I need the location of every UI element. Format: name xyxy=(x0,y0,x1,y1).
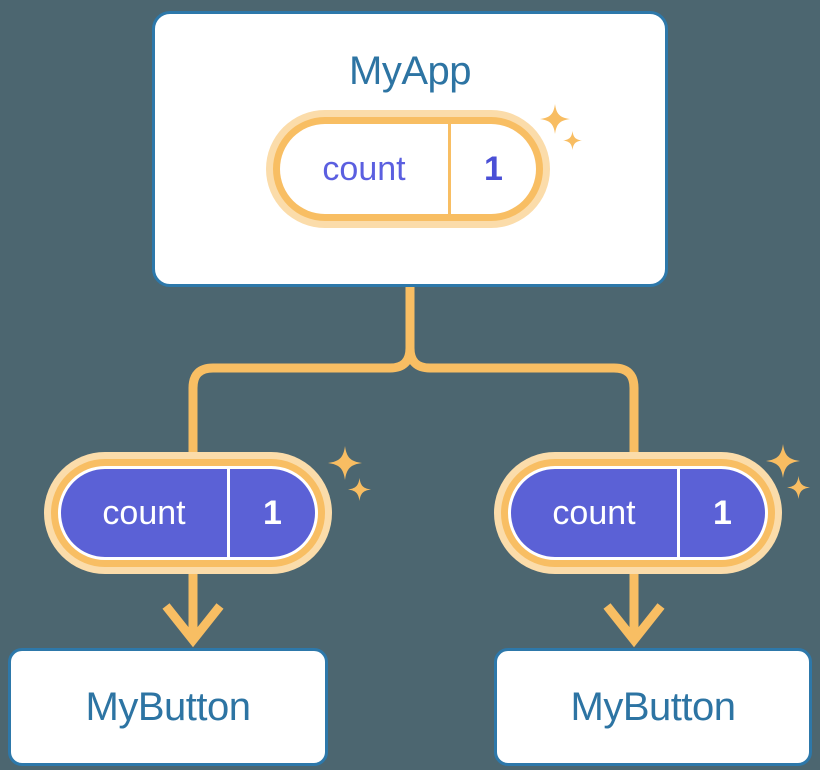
sparkle-icon xyxy=(328,446,362,480)
state-key: count xyxy=(280,124,451,214)
state-value: 1 xyxy=(713,493,732,532)
pill-outer-ring: count 1 xyxy=(494,452,782,574)
state-value: 1 xyxy=(484,149,503,188)
pill-body: count 1 xyxy=(280,124,536,214)
pill-inner-ring: count 1 xyxy=(501,459,775,567)
arrow-down-icon-right xyxy=(603,603,665,648)
state-pill-root[interactable]: count 1 xyxy=(266,110,550,228)
mybutton-card-right[interactable]: MyButton xyxy=(494,648,812,766)
arrow-down-icon-left xyxy=(162,603,224,648)
state-value: 1 xyxy=(263,493,282,532)
pill-inner-ring: count 1 xyxy=(273,117,543,221)
pill-outer-ring: count 1 xyxy=(44,452,332,574)
page-title: MyApp xyxy=(349,49,472,93)
state-key: count xyxy=(61,469,230,557)
mybutton-label: MyButton xyxy=(570,684,736,729)
state-pill-child-left[interactable]: count 1 xyxy=(44,452,332,574)
state-key: count xyxy=(511,469,680,557)
mybutton-label: MyButton xyxy=(85,684,251,729)
sparkle-small-icon xyxy=(348,478,371,501)
connector-branch-right xyxy=(405,343,639,457)
pill-inner-ring: count 1 xyxy=(51,459,325,567)
pill-body: count 1 xyxy=(508,466,768,560)
pill-body: count 1 xyxy=(58,466,318,560)
pill-outer-ring: count 1 xyxy=(266,110,550,228)
mybutton-card-left[interactable]: MyButton xyxy=(8,648,328,766)
sparkle-small-icon xyxy=(787,476,810,499)
state-pill-child-right[interactable]: count 1 xyxy=(494,452,782,574)
connector-branch-left xyxy=(188,343,415,457)
